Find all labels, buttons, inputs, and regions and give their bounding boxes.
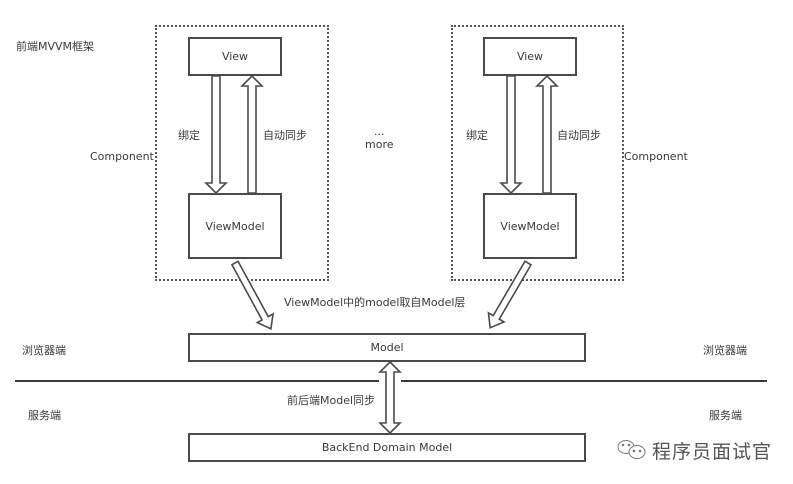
backend-domain-model-box: BackEnd Domain Model (188, 433, 586, 462)
viewmodel-to-model-arrow-left (230, 260, 275, 331)
watermark-text: 程序员面试官 (652, 441, 773, 463)
frontend-backend-sync-label: 前后端Model同步 (287, 394, 376, 407)
viewmodel-to-model-arrow-right (487, 260, 533, 329)
bind-label-right: 绑定 (466, 129, 488, 142)
component-label-right: Component (624, 150, 688, 163)
server-side-label-right: 服务端 (709, 409, 742, 422)
sync-arrow-left (240, 74, 264, 194)
diagram-title: 前端MVVM框架 (16, 40, 95, 53)
browser-side-label-left: 浏览器端 (22, 344, 66, 357)
backend-model-label: BackEnd Domain Model (321, 441, 453, 454)
viewmodel-label: ViewModel (500, 219, 560, 233)
sync-label-right: 自动同步 (557, 129, 601, 142)
viewmodel-box-left: ViewModel (188, 193, 282, 259)
model-source-label: ViewModel中的model取自Model层 (284, 296, 466, 309)
bind-arrow-right (499, 75, 523, 195)
server-side-label-left: 服务端 (28, 409, 61, 422)
more-label: more (365, 138, 394, 151)
viewmodel-box-right: ViewModel (483, 193, 577, 259)
bind-arrow-left (204, 75, 228, 195)
bind-label-left: 绑定 (178, 129, 200, 142)
browser-side-label-right: 浏览器端 (703, 344, 747, 357)
model-box: Model (188, 333, 586, 362)
more-ellipsis: ... (374, 125, 385, 138)
model-label: Model (370, 341, 404, 354)
viewmodel-label: ViewModel (205, 219, 265, 233)
view-label: View (516, 50, 544, 63)
view-label: View (221, 50, 249, 63)
component-label-left: Component (90, 150, 154, 163)
view-box-left: View (188, 37, 282, 76)
sync-label-left: 自动同步 (263, 129, 307, 142)
view-box-right: View (483, 37, 577, 76)
model-sync-double-arrow (378, 360, 402, 435)
wechat-icon (617, 440, 646, 459)
component-boundary-right (451, 25, 624, 281)
sync-arrow-right (535, 74, 559, 194)
